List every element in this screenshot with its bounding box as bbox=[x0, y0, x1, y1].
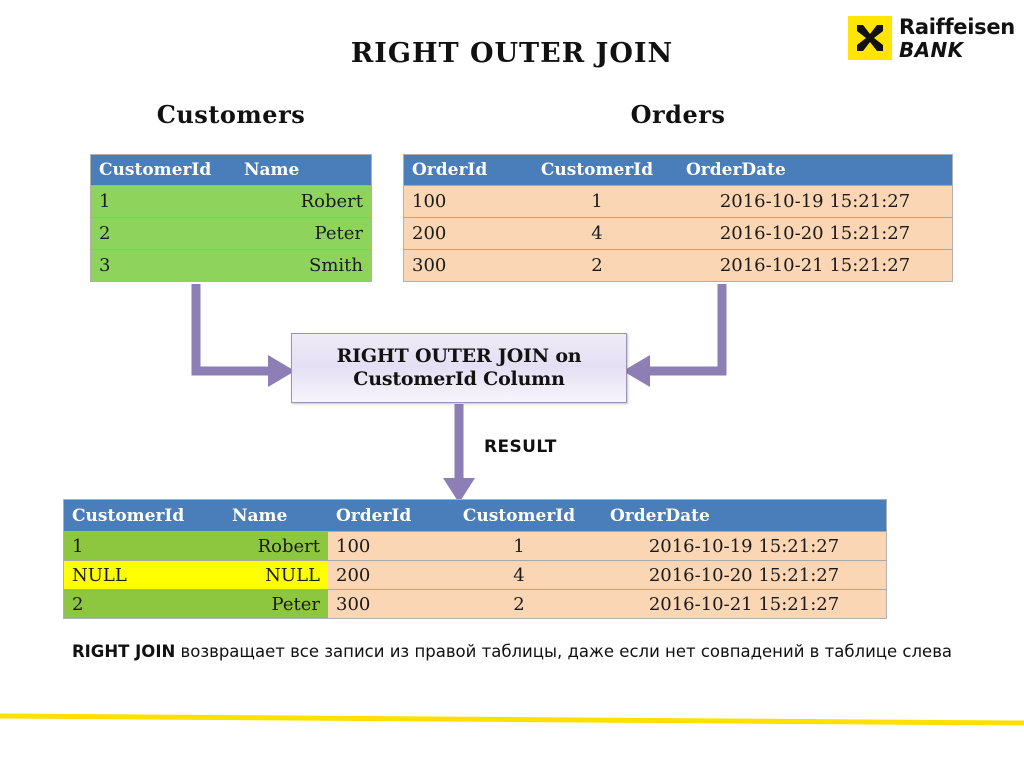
cell-customerid-left: NULL bbox=[64, 561, 224, 589]
join-box-line-2: CustomerId Column bbox=[353, 368, 565, 390]
cell-name: Smith bbox=[309, 255, 363, 276]
cell-orderid: 100 bbox=[328, 532, 436, 560]
cell-orderid: 100 bbox=[412, 191, 447, 212]
cell-customerid: 4 bbox=[591, 223, 603, 244]
cell-orderid: 200 bbox=[412, 223, 447, 244]
result-arrow-label: RESULT bbox=[484, 437, 557, 457]
result-header-name: Name bbox=[232, 505, 288, 526]
cell-customerid-left: 2 bbox=[64, 590, 224, 618]
result-header-orderid: OrderId bbox=[336, 505, 412, 526]
result-header-customerid-left: CustomerId bbox=[72, 505, 185, 526]
customers-header-name: Name bbox=[244, 160, 300, 180]
table-row: 300 2 2016-10-21 15:21:27 bbox=[404, 249, 952, 281]
result-header-customerid-right: CustomerId bbox=[462, 505, 576, 526]
cell-orderdate: 2016-10-19 15:21:27 bbox=[719, 191, 911, 212]
table-row: 1 Robert bbox=[91, 185, 371, 217]
join-box-line-1: RIGHT OUTER JOIN on bbox=[336, 344, 582, 367]
cell-customerid: 2 bbox=[591, 255, 603, 276]
arrow-customers-to-join bbox=[191, 284, 295, 387]
cell-customerid-right: 4 bbox=[436, 561, 602, 589]
cell-name: Peter bbox=[224, 590, 328, 618]
cell-name: Peter bbox=[314, 223, 363, 244]
cell-orderid: 300 bbox=[412, 255, 447, 276]
join-operation-box: RIGHT OUTER JOIN on CustomerId Column bbox=[291, 333, 627, 403]
cell-customerid: 1 bbox=[591, 191, 603, 212]
table-row: 2 Peter 300 2 2016-10-21 15:21:27 bbox=[64, 589, 886, 618]
table-row: 2 Peter bbox=[91, 217, 371, 249]
orders-header-customerid: CustomerId bbox=[540, 160, 654, 180]
cell-orderdate: 2016-10-19 15:21:27 bbox=[602, 532, 886, 560]
customers-table: CustomerId Name 1 Robert 2 Peter 3 Smith bbox=[90, 154, 372, 282]
orders-header-orderid: OrderId bbox=[412, 160, 488, 180]
cell-customerid-left: 1 bbox=[64, 532, 224, 560]
cell-orderdate: 2016-10-21 15:21:27 bbox=[719, 255, 911, 276]
table-row: 100 1 2016-10-19 15:21:27 bbox=[404, 185, 952, 217]
cell-customerid: 1 bbox=[99, 191, 111, 212]
cell-name: NULL bbox=[224, 561, 328, 589]
customers-table-title: Customers bbox=[156, 100, 306, 129]
arrow-orders-to-join bbox=[623, 284, 727, 387]
cell-orderdate: 2016-10-20 15:21:27 bbox=[719, 223, 911, 244]
cell-customerid-right: 1 bbox=[436, 532, 602, 560]
cell-orderid: 200 bbox=[328, 561, 436, 589]
join-box-text: RIGHT OUTER JOIN on CustomerId Column bbox=[337, 345, 582, 391]
cell-orderdate: 2016-10-20 15:21:27 bbox=[602, 561, 886, 589]
caption-body: возвращает все записи из правой таблицы,… bbox=[175, 642, 953, 661]
customers-header-row: CustomerId Name bbox=[91, 155, 371, 185]
raiffeisen-gable-icon bbox=[848, 16, 892, 60]
caption-text: RIGHT JOIN возвращает все записи из прав… bbox=[40, 640, 984, 664]
table-row: 3 Smith bbox=[91, 249, 371, 281]
table-row: 200 4 2016-10-20 15:21:27 bbox=[404, 217, 952, 249]
result-header-row: CustomerId Name OrderId CustomerId Order… bbox=[64, 500, 886, 531]
orders-header-row: OrderId CustomerId OrderDate bbox=[404, 155, 952, 185]
caption-keyword: RIGHT JOIN bbox=[71, 642, 176, 661]
result-header-orderdate: OrderDate bbox=[610, 505, 710, 526]
page-title: RIGHT OUTER JOIN bbox=[350, 38, 674, 69]
table-row: 1 Robert 100 1 2016-10-19 15:21:27 bbox=[64, 531, 886, 560]
arrow-join-to-result bbox=[443, 404, 475, 503]
orders-table-title: Orders bbox=[630, 100, 726, 129]
logo-wordmark: Raiffeisen BANK bbox=[899, 14, 1015, 62]
cell-customerid: 2 bbox=[99, 223, 111, 244]
logo-line-2: BANK bbox=[899, 37, 964, 62]
cell-customerid: 3 bbox=[99, 255, 111, 276]
customers-header-customerid: CustomerId bbox=[99, 160, 212, 180]
raiffeisen-bank-logo: Raiffeisen BANK bbox=[848, 16, 1015, 60]
orders-header-orderdate: OrderDate bbox=[686, 160, 786, 180]
cell-name: Robert bbox=[224, 532, 328, 560]
table-row: NULL NULL 200 4 2016-10-20 15:21:27 bbox=[64, 560, 886, 589]
bottom-yellow-rule bbox=[0, 713, 1024, 726]
result-table: CustomerId Name OrderId CustomerId Order… bbox=[63, 499, 887, 619]
cell-orderid: 300 bbox=[328, 590, 436, 618]
cell-name: Robert bbox=[300, 191, 363, 212]
cell-customerid-right: 2 bbox=[436, 590, 602, 618]
orders-table: OrderId CustomerId OrderDate 100 1 2016-… bbox=[403, 154, 953, 282]
cell-orderdate: 2016-10-21 15:21:27 bbox=[602, 590, 886, 618]
logo-line-1: Raiffeisen bbox=[899, 14, 1015, 39]
